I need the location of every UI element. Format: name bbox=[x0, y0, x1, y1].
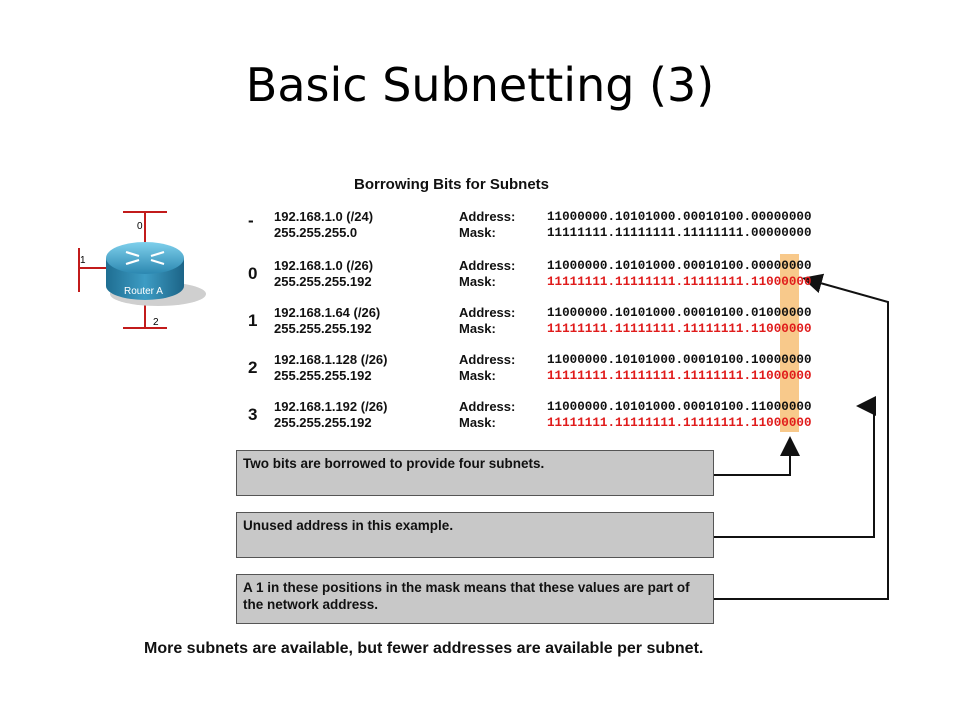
row-mask-label: Mask: bbox=[459, 274, 496, 289]
note-borrowed-bits: Two bits are borrowed to provide four su… bbox=[236, 450, 714, 496]
arrow-note1-to-borrowed-bits bbox=[714, 436, 800, 476]
row-mask-dotted: 255.255.255.192 bbox=[274, 415, 372, 430]
slide-title: Basic Subnetting (3) bbox=[245, 58, 715, 112]
row-id: 3 bbox=[248, 405, 258, 424]
row-ip: 192.168.1.192 (/26) bbox=[274, 399, 388, 414]
row-address-binary: 11000000.10101000.00010100.00000000 bbox=[547, 259, 812, 273]
row-mask-label: Mask: bbox=[459, 415, 496, 430]
row-address-label: Address: bbox=[459, 305, 516, 320]
note-mask-meaning: A 1 in these positions in the mask means… bbox=[236, 574, 714, 624]
row-id: 1 bbox=[248, 311, 258, 330]
row-ip: 192.168.1.64 (/26) bbox=[274, 305, 381, 320]
router-label: Router A bbox=[124, 286, 163, 297]
port-1-label: 1 bbox=[80, 255, 86, 266]
port-0-label: 0 bbox=[137, 221, 143, 232]
row-id: 2 bbox=[248, 358, 258, 377]
router-a: Router A 0 1 2 bbox=[78, 211, 206, 329]
row-address-label: Address: bbox=[459, 209, 516, 224]
row-mask-label: Mask: bbox=[459, 225, 496, 240]
borrowed-bits-highlight bbox=[780, 254, 799, 432]
row-ip: 192.168.1.0 (/24) bbox=[274, 209, 374, 224]
row-id: - bbox=[248, 211, 254, 230]
router-arrows-icon bbox=[125, 250, 165, 266]
row-mask-label: Mask: bbox=[459, 321, 496, 336]
row-mask-binary: 11111111.11111111.11111111.00000000 bbox=[547, 226, 812, 240]
note-unused-address: Unused address in this example. bbox=[236, 512, 714, 558]
port-2-label: 2 bbox=[153, 317, 159, 328]
row-mask-dotted: 255.255.255.192 bbox=[274, 274, 372, 289]
row-address-label: Address: bbox=[459, 258, 516, 273]
row-address-label: Address: bbox=[459, 352, 516, 367]
arrow-note3-to-mask-bits bbox=[714, 273, 889, 600]
row-mask-dotted: 255.255.255.0 bbox=[274, 225, 358, 240]
arrow-note2-to-unused-address bbox=[714, 396, 876, 538]
row-mask-label: Mask: bbox=[459, 368, 496, 383]
row-ip: 192.168.1.128 (/26) bbox=[274, 352, 388, 367]
row-address-label: Address: bbox=[459, 399, 516, 414]
row-mask-binary: 11111111.11111111.11111111.11000000 bbox=[547, 322, 812, 336]
row-mask-binary: 11111111.11111111.11111111.11000000 bbox=[547, 369, 812, 383]
row-address-binary: 11000000.10101000.00010100.00000000 bbox=[547, 210, 812, 224]
row-ip: 192.168.1.0 (/26) bbox=[274, 258, 374, 273]
row-address-binary: 11000000.10101000.00010100.01000000 bbox=[547, 306, 812, 320]
figure-title: Borrowing Bits for Subnets bbox=[354, 176, 549, 193]
row-id: 0 bbox=[248, 264, 258, 283]
row-mask-binary: 11111111.11111111.11111111.11000000 bbox=[547, 275, 812, 289]
row-mask-dotted: 255.255.255.192 bbox=[274, 321, 372, 336]
row-address-binary: 11000000.10101000.00010100.11000000 bbox=[547, 400, 812, 414]
row-mask-dotted: 255.255.255.192 bbox=[274, 368, 372, 383]
footer-caption: More subnets are available, but fewer ad… bbox=[144, 640, 704, 657]
row-mask-binary: 11111111.11111111.11111111.11000000 bbox=[547, 416, 812, 430]
row-address-binary: 11000000.10101000.00010100.10000000 bbox=[547, 353, 812, 367]
